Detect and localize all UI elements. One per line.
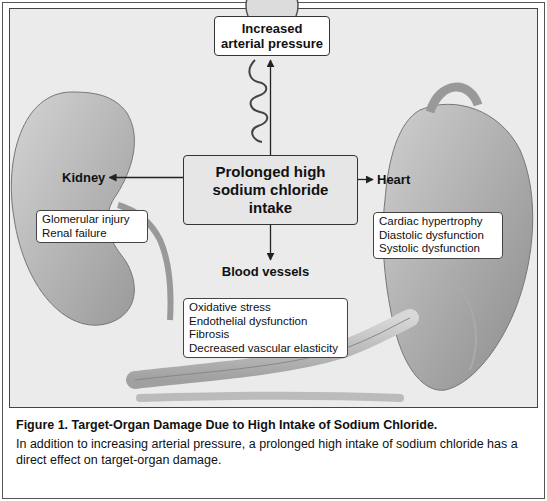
figure-caption: In addition to increasing arterial press…: [16, 436, 531, 468]
effect-item: Decreased vascular elasticity: [189, 342, 342, 356]
arrow-connector: [358, 179, 373, 180]
effect-item: Endothelial dysfunction: [189, 315, 342, 329]
effect-item: Fibrosis: [189, 328, 342, 342]
effect-item: Cardiac hypertrophy: [379, 215, 497, 229]
heading-row: Blood vessels: [183, 262, 348, 280]
heading-row: Heart: [373, 170, 503, 188]
arrow-connector: [109, 177, 183, 178]
box-label: Prolonged high sodium chloride intake: [190, 163, 351, 217]
organ-node: HeartCardiac hypertrophyDiastolic dysfun…: [373, 170, 503, 259]
effects-box: Cardiac hypertrophyDiastolic dysfunction…: [373, 212, 503, 259]
effect-item: Systolic dysfunction: [379, 242, 497, 256]
heading-row: Kidney: [36, 168, 148, 186]
effect-item: Renal failure: [42, 227, 142, 241]
organ-node: Blood vesselsOxidative stressEndothelial…: [183, 262, 348, 358]
organ-node: KidneyGlomerular injuryRenal failure: [36, 168, 148, 243]
illustration-panel: [10, 9, 538, 408]
arrow-connector: [270, 60, 271, 155]
aorta-illustration: [430, 87, 478, 112]
box-label: Increased arterial pressure: [219, 21, 325, 51]
vessel-illustration: [140, 396, 400, 398]
effect-item: Oxidative stress: [189, 301, 342, 315]
effect-item: Glomerular injury: [42, 213, 142, 227]
effect-item: Diastolic dysfunction: [379, 229, 497, 243]
gauge-tube: [249, 60, 267, 142]
organ-heading: Kidney: [62, 170, 105, 185]
effects-box: Oxidative stressEndothelial dysfunctionF…: [183, 298, 348, 358]
figure-title: Figure 1. Target-Organ Damage Due to Hig…: [16, 417, 531, 433]
arrow-connector: [270, 225, 271, 260]
organ-heading: Heart: [377, 172, 410, 187]
heart-septum: [450, 270, 476, 370]
organ-heading: Blood vessels: [222, 264, 309, 279]
process-box: Prolonged high sodium chloride intake: [183, 155, 358, 225]
process-box: Increased arterial pressure: [214, 16, 330, 56]
effects-box: Glomerular injuryRenal failure: [36, 210, 148, 243]
kidney-illustration: [11, 92, 134, 325]
figure-frame: [3, 3, 545, 499]
